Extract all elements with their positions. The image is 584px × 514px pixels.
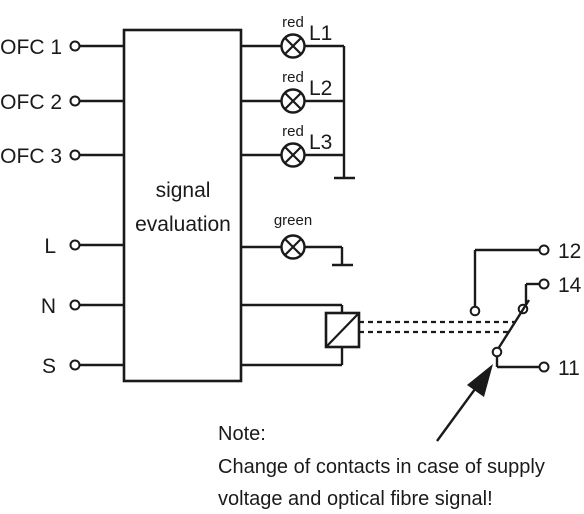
note-title: Note:	[218, 423, 266, 445]
note-line2: voltage and optical fibre signal!	[218, 488, 493, 510]
terminal-n	[69, 299, 81, 311]
note-arrow-icon	[436, 364, 493, 442]
lamp-wires	[241, 44, 355, 267]
box-label-line2: evaluation	[135, 213, 231, 236]
label-12: 12	[558, 240, 581, 263]
lamp-l3	[280, 142, 306, 168]
lamp-l1-color: red	[282, 14, 304, 31]
lamp-l3-id: L3	[309, 131, 332, 154]
terminal-l	[69, 239, 81, 251]
lamp-l2-id: L2	[309, 77, 332, 100]
relay-coil-icon	[324, 311, 361, 349]
label-l: L	[44, 235, 56, 258]
terminal-ofc1	[69, 40, 81, 52]
label-14: 14	[558, 274, 582, 297]
lamp-green	[280, 234, 306, 260]
changeover-contact	[469, 248, 539, 369]
lamp-l2	[280, 88, 306, 114]
box-label-line1: signal	[156, 179, 211, 202]
terminal-12	[538, 244, 550, 256]
signal-evaluation-box	[122, 28, 243, 383]
terminal-ofc3	[69, 149, 81, 161]
note-line1: Change of contacts in case of supply	[218, 456, 545, 478]
relay-linkage	[359, 320, 516, 334]
terminal-ofc2	[69, 95, 81, 107]
label-s: S	[42, 355, 56, 378]
relay-wires	[241, 303, 344, 367]
terminal-14	[538, 278, 550, 290]
label-11: 11	[558, 357, 580, 380]
lamp-green-color: green	[274, 212, 312, 229]
terminal-11	[538, 361, 550, 373]
label-n: N	[41, 295, 56, 318]
label-ofc1: OFC 1	[0, 36, 62, 59]
label-ofc2: OFC 2	[0, 91, 62, 114]
label-ofc3: OFC 3	[0, 145, 62, 168]
input-wires	[79, 44, 124, 367]
lamp-l2-color: red	[282, 69, 304, 86]
terminal-s	[69, 359, 81, 371]
lamp-l1-id: L1	[309, 22, 332, 45]
lamp-l3-color: red	[282, 123, 304, 140]
lamp-l1	[280, 33, 306, 59]
